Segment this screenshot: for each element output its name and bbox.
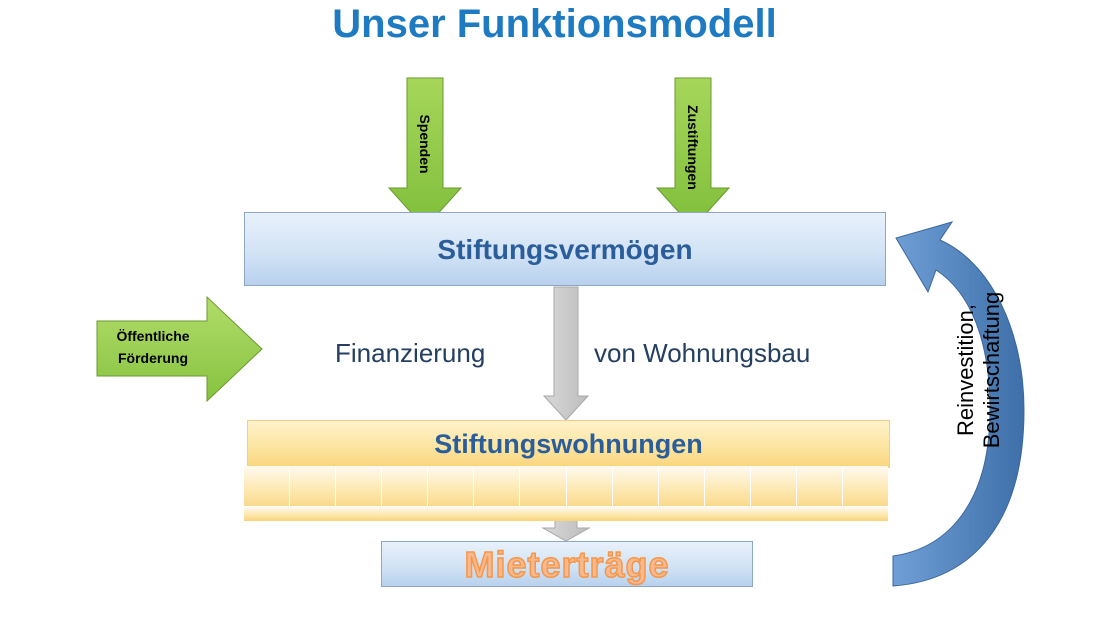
spenden-arrow: [387, 77, 463, 229]
page-title: Unser Funktionsmodell: [332, 2, 777, 46]
public-funding-label: Öffentliche Förderung: [100, 325, 206, 369]
apartment-unit: [290, 466, 337, 506]
apartment-unit: [613, 466, 659, 506]
apartment-units-row: [244, 466, 888, 506]
foundation-assets-box: Stiftungsvermögen: [244, 212, 886, 286]
reinvestment-line2: Bewirtschaftung: [979, 291, 1004, 449]
foundation-apartments-box: Stiftungswohnungen: [247, 420, 890, 468]
apartment-unit: [797, 466, 844, 506]
apartment-unit: [474, 466, 521, 506]
apartment-unit: [244, 466, 291, 506]
financing-text-left: Finanzierung: [335, 338, 486, 368]
apartment-base-strip: [244, 507, 888, 521]
foundation-assets-label: Stiftungsvermögen: [437, 234, 693, 265]
reinvestment-label: Reinvestition, Bewirtschaftung: [953, 255, 1013, 485]
reinvestment-cycle-arrow: [892, 221, 1025, 587]
apartment-unit: [336, 466, 383, 506]
public-funding-line2: Förderung: [118, 350, 188, 366]
apartment-unit: [520, 466, 567, 506]
spenden-label: Spenden: [417, 114, 433, 174]
public-funding-arrow: [96, 295, 263, 403]
financing-text-right: von Wohnungsbau: [594, 338, 811, 368]
apartment-unit: [705, 466, 751, 506]
apartment-unit: [659, 466, 705, 506]
reinvestment-line1: Reinvestition,: [953, 303, 978, 437]
zustiftungen-arrow: [655, 77, 731, 229]
apartment-unit: [382, 466, 429, 506]
apartment-unit: [751, 466, 797, 506]
rental-income-box: Mieterträge: [381, 541, 753, 587]
apartment-unit: [843, 466, 888, 506]
apartment-unit: [428, 466, 475, 506]
financing-arrow: [542, 286, 590, 421]
rental-income-label: Mieterträge: [464, 543, 670, 586]
apartment-unit: [567, 466, 613, 506]
rent-arrow: [541, 517, 591, 542]
zustiftungen-label: Zustiftungen: [685, 105, 701, 190]
foundation-apartments-label: Stiftungswohnungen: [434, 429, 703, 459]
public-funding-line1: Öffentliche: [116, 328, 190, 344]
